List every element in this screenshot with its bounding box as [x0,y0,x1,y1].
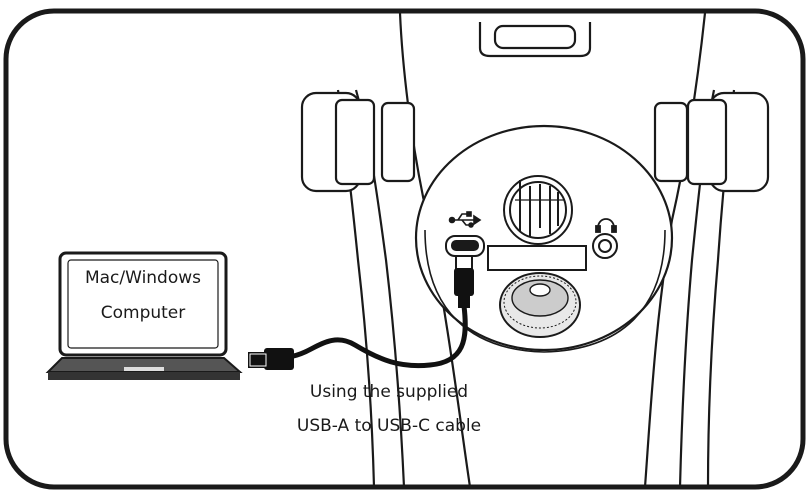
computer-label-line-2: Computer [100,303,186,323]
headphone-icon [595,218,617,233]
computer-label-line-1: Mac/Windows [84,268,202,288]
usb-symbol-icon [448,211,482,228]
xlr-connector [503,175,573,245]
gain-dial [499,272,581,338]
usb-c-port [445,235,485,257]
laptop-trackpad [124,367,164,371]
usb-c-plug [454,255,474,308]
cable-caption-line-1: Using the supplied [309,382,469,402]
laptop-base-edge [48,372,240,380]
right-mount-knob [653,91,770,193]
headphone-jack [592,233,618,259]
mic-top-knob-inner [493,24,577,50]
label-slot [487,245,587,271]
left-mount-knob [300,91,416,193]
laptop [45,251,243,380]
laptop-screen [58,251,228,357]
usb-a-plug [248,348,294,370]
cable-caption-line-2: USB-A to USB-C cable [296,416,482,436]
mic-body-right-edge [643,12,707,488]
usb-cable [267,303,468,369]
mic-top-knob [478,22,592,58]
laptop-screen-bezel [67,259,219,349]
